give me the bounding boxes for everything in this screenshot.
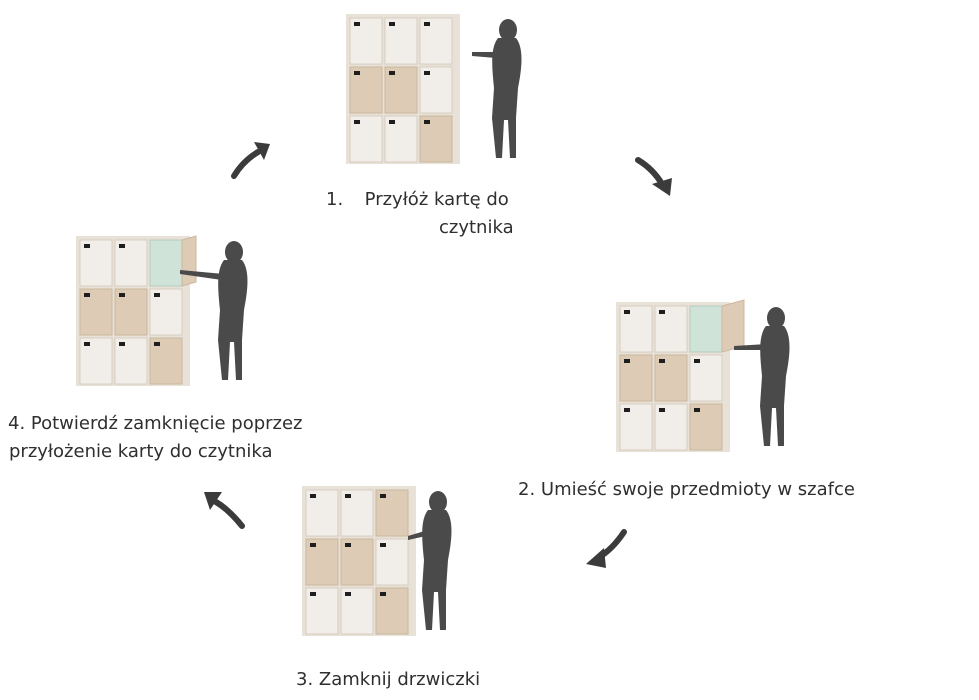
step-2-text-line1: 2. Umieść swoje przedmioty w szafce [518,479,855,500]
step-2-illustration [616,299,790,452]
step-3-caption: 3. Zamknij drzwiczki [296,666,480,694]
step-1-text-line2: czytnika [439,217,514,238]
arrow-step4-to-step1 [231,142,270,179]
step-4-text-line2: przyłożenie karty do czytnika [9,441,273,462]
step-1-illustration [346,14,522,164]
arrow-step3-to-step4 [204,492,245,529]
step-1-caption: 1. Przyłóż kartę do czytnika [326,186,586,242]
step-4-illustration [76,235,248,386]
step-1-number: 1. [326,189,344,210]
step-2-caption: 2. Umieść swoje przedmioty w szafce [518,476,855,504]
step-4-text-line1: 4. Potwierdź zamknięcie poprzez [8,413,303,434]
arrow-step2-to-step3 [586,529,627,568]
step-3-illustration [302,486,452,636]
step-1-text-line1: Przyłóż kartę do [364,189,509,210]
arrow-step1-to-step2 [635,157,672,196]
step-3-text-line1: 3. Zamknij drzwiczki [296,669,481,690]
step-4-caption: 4. Potwierdź zamknięcie poprzez przyłoże… [8,410,303,466]
